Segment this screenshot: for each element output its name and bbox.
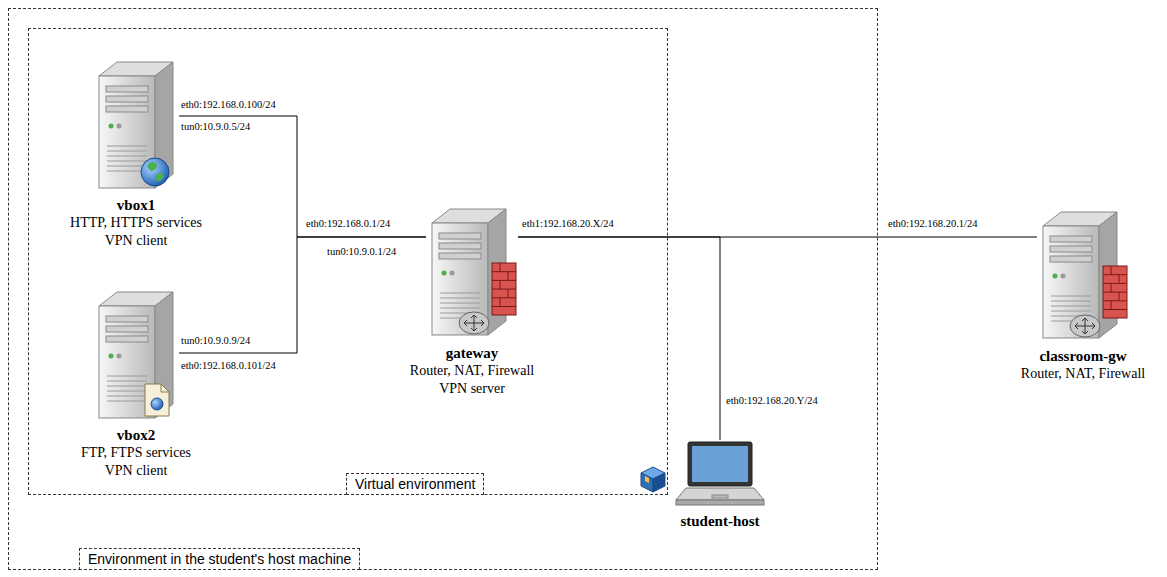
interface-address: eth1:192.168.20.X/24 bbox=[522, 217, 614, 230]
host-node: student-host bbox=[665, 440, 775, 530]
firewall-symbol bbox=[1103, 266, 1127, 318]
server-icon bbox=[93, 58, 179, 192]
server-icon bbox=[93, 288, 179, 422]
network-link bbox=[518, 237, 720, 440]
node-services: FTP, FTPS services VPN client bbox=[69, 444, 204, 480]
server-node: vbox2FTP, FTPS services VPN client bbox=[69, 288, 204, 480]
node-services: Router, NAT, Firewall bbox=[1008, 365, 1158, 383]
laptop-symbol bbox=[676, 442, 764, 505]
node-name: vbox1 bbox=[61, 196, 211, 214]
router-symbol bbox=[459, 312, 489, 334]
network-link bbox=[179, 116, 426, 237]
web-badge bbox=[141, 158, 169, 186]
interface-address: eth0:192.168.0.1/24 bbox=[306, 217, 390, 230]
interface-address: eth0:192.168.20.1/24 bbox=[888, 217, 978, 230]
file-badge bbox=[145, 384, 169, 416]
server-node: gatewayRouter, NAT, Firewall VPN server bbox=[402, 205, 542, 398]
router-symbol bbox=[1070, 315, 1100, 337]
interface-address: tun0:10.9.0.9/24 bbox=[181, 334, 250, 347]
node-services: Router, NAT, Firewall VPN server bbox=[402, 362, 542, 398]
server-node: classroom-gwRouter, NAT, Firewall bbox=[1008, 208, 1158, 383]
server-icon bbox=[1037, 208, 1129, 343]
node-name: gateway bbox=[402, 344, 542, 362]
network-link bbox=[179, 237, 426, 353]
interface-address: tun0:10.9.0.1/24 bbox=[327, 245, 396, 258]
interface-address: tun0:10.9.0.5/24 bbox=[181, 120, 250, 133]
frame-label: Virtual environment bbox=[346, 473, 484, 495]
interface-address: eth0:192.168.0.100/24 bbox=[181, 98, 276, 111]
node-name: student-host bbox=[665, 512, 775, 530]
environment-frame: Environment in the student's host machin… bbox=[8, 8, 878, 570]
node-services: HTTP, HTTPS services VPN client bbox=[61, 214, 211, 250]
server-tower bbox=[99, 292, 173, 418]
server-node: vbox1HTTP, HTTPS services VPN client bbox=[61, 58, 211, 250]
server-icon bbox=[426, 205, 518, 340]
frame-label: Environment in the student's host machin… bbox=[79, 548, 360, 570]
node-name: vbox2 bbox=[69, 426, 204, 444]
server-tower bbox=[99, 62, 173, 188]
interface-address: eth0:192.168.0.101/24 bbox=[181, 359, 276, 372]
virtualbox-icon bbox=[641, 467, 665, 492]
node-name: classroom-gw bbox=[1008, 347, 1158, 365]
environment-frame: Virtual environment vbox1HTTP, HTTPS serv… bbox=[28, 28, 668, 495]
interface-address: eth0:192.168.20.Y/24 bbox=[726, 394, 818, 407]
laptop-icon bbox=[674, 440, 766, 508]
firewall-symbol bbox=[492, 263, 516, 315]
